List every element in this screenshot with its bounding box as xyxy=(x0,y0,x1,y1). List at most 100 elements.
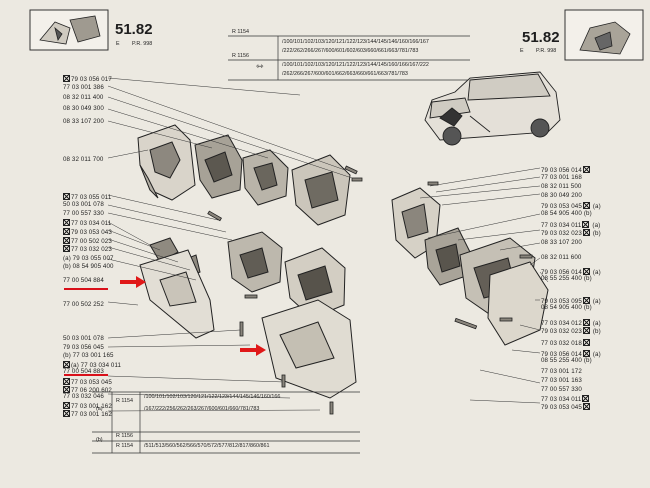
left-part-number: 77 06 200 602 xyxy=(63,386,112,394)
interchange-mark-icon xyxy=(63,237,70,244)
right-part-number: 79 03 053 045(a) xyxy=(541,202,601,210)
steering-symbol-icon: ⇿ xyxy=(256,61,264,71)
top-table-r1156-line2: /262/266/267/600/601/662/663/660/661/663… xyxy=(282,71,408,77)
bolt-parts xyxy=(207,165,533,415)
part-number-text: 77 03 034 011 xyxy=(71,220,112,227)
center-mount-block-2 xyxy=(284,247,346,319)
variant-suffix: (a) xyxy=(592,298,601,305)
part-number-text: 79 03 032 023 xyxy=(541,328,582,335)
left-part-number: 79 03 053 043 xyxy=(63,228,112,236)
part-number-text: 77 03 055 011 xyxy=(71,194,112,201)
interchange-mark-icon xyxy=(582,327,590,334)
part-number-text: 77 03 053 045 xyxy=(71,379,112,386)
right-part-number: 77 00 557 330 xyxy=(541,386,582,393)
interchange-mark-icon xyxy=(63,75,70,82)
left-part-number: 77 00 504 883 xyxy=(63,368,104,375)
variant-suffix: (a) xyxy=(592,269,601,276)
part-number-text: 77 00 504 884 xyxy=(63,277,104,284)
part-number-text: 77 03 001 162 xyxy=(71,411,112,418)
left-part-number: 77 03 055 011 xyxy=(63,193,111,201)
left-part-number: 77 03 053 045 xyxy=(63,378,112,386)
interchange-mark-icon xyxy=(582,229,590,236)
part-number-text: 08 33 107 200 xyxy=(63,118,104,125)
highlight-underline-2 xyxy=(64,374,108,376)
right-part-number: 77 03 001 163 xyxy=(541,377,582,384)
left-part-number: (a) 77 03 034 011 xyxy=(63,361,121,369)
interchange-mark-icon xyxy=(582,339,590,346)
part-number-text: 79 03 053 043 xyxy=(71,229,112,236)
left-mount-rubber-2 xyxy=(242,149,289,206)
right-part-number: 08 32 011 500 xyxy=(541,183,581,190)
page-sub-e-right: E xyxy=(520,48,524,54)
right-part-number: 08 55 255 400(b) xyxy=(541,275,592,282)
lower-support-plate xyxy=(261,299,357,399)
interchange-mark-icon xyxy=(582,268,590,275)
left-part-number: 77 00 504 884 xyxy=(63,277,104,284)
interchange-mark-icon xyxy=(582,297,590,304)
right-part-number: 08 55 255 400(b) xyxy=(541,357,592,364)
bottom-table-row-a-label: (a) xyxy=(96,406,103,412)
left-mount-rubber-1 xyxy=(194,134,243,199)
bottom-table-row-b1-model: R 1156 xyxy=(116,433,133,439)
part-number-text: 77 00 557 330 xyxy=(63,210,104,217)
bottom-table-row-b-label: (b) xyxy=(96,437,103,443)
page-sub-e-left: E xyxy=(116,41,120,47)
left-part-number: 77 00 557 330 xyxy=(63,210,104,217)
part-number-text: 77 03 001 172 xyxy=(541,368,582,375)
interchange-mark-icon xyxy=(582,202,590,209)
left-part-number: 08 32 011 400 xyxy=(63,94,103,101)
page-sub-pr-right: P.R. 998 xyxy=(536,48,557,54)
left-part-number: 77 03 001 162 xyxy=(63,410,112,418)
page-sub-pr-left: P.R. 998 xyxy=(132,41,153,47)
part-number-text: 77 03 032 018 xyxy=(541,340,582,347)
right-part-number: 77 03 001 172 xyxy=(541,368,582,375)
left-part-number: 77 03 034 011 xyxy=(63,219,111,227)
variant-suffix: (a) xyxy=(592,203,601,210)
bottom-table-row-b2-line: /511/513/560/562/566/570/572/577/812/817… xyxy=(144,443,270,449)
part-number-text: 08 55 255 400 xyxy=(541,357,582,364)
right-part-number: 08 33 107 200 xyxy=(541,239,582,246)
right-part-number: 08 30 049 200 xyxy=(541,192,582,199)
part-number-text: 77 00 504 883 xyxy=(63,368,104,375)
part-number-text: (a) 77 03 034 011 xyxy=(71,362,122,369)
right-part-number: 08 32 011 600 xyxy=(541,254,582,261)
left-part-number: 08 32 011 700 xyxy=(63,156,103,163)
top-table-r1154-line2: /222/262/266/267/600/601/602/603/660/661… xyxy=(282,48,419,54)
part-number-text: 79 03 056 014 xyxy=(541,351,582,358)
part-number-text: 08 30 049 300 xyxy=(63,105,104,112)
leader-lines xyxy=(107,77,549,412)
right-mount-rubber xyxy=(424,227,471,286)
left-support-plate xyxy=(139,249,215,339)
interchange-mark-icon xyxy=(582,319,590,326)
interchange-mark-icon xyxy=(582,403,590,410)
interchange-mark-icon xyxy=(582,350,590,357)
top-table-r1156-line1: /100/101/102/103/120/121/122/123/144/145… xyxy=(282,62,429,68)
variant-suffix: (a) xyxy=(592,222,601,229)
right-part-number: 77 03 001 168 xyxy=(541,174,582,181)
car-sketch xyxy=(424,71,561,146)
part-number-text: 77 03 001 163 xyxy=(541,377,582,384)
variant-suffix: (b) xyxy=(583,357,592,364)
thumbnail-left-engine-icon xyxy=(39,15,101,45)
right-part-number: 08 54 905 400(b) xyxy=(541,210,592,217)
interchange-mark-icon xyxy=(63,219,70,226)
part-number-text: 79 03 056 045 xyxy=(63,344,104,351)
bottom-table-frame xyxy=(92,391,360,454)
left-bracket-top xyxy=(137,124,196,201)
top-table-r1154-line1: /100/101/102/103/120/121/122/123/144/145… xyxy=(282,39,429,45)
red-arrow-left xyxy=(120,276,146,288)
part-number-text: 08 54 905 400 xyxy=(541,210,582,217)
variant-suffix: (b) xyxy=(583,275,592,282)
interchange-mark-icon xyxy=(63,410,70,417)
highlight-underline-1 xyxy=(64,288,108,290)
interchange-mark-icon xyxy=(63,378,70,385)
red-arrow-center xyxy=(240,344,266,356)
left-part-number: (b) 08 54 905 400 xyxy=(63,263,114,270)
left-part-number: 77 03 001 162 xyxy=(63,402,112,410)
interchange-mark-icon xyxy=(582,395,590,402)
interchange-mark-icon xyxy=(63,228,70,235)
part-number-text: 08 30 049 200 xyxy=(541,192,582,199)
part-number-text: 50 03 001 078 xyxy=(63,335,104,342)
part-number-text: 08 32 011 600 xyxy=(541,254,582,261)
